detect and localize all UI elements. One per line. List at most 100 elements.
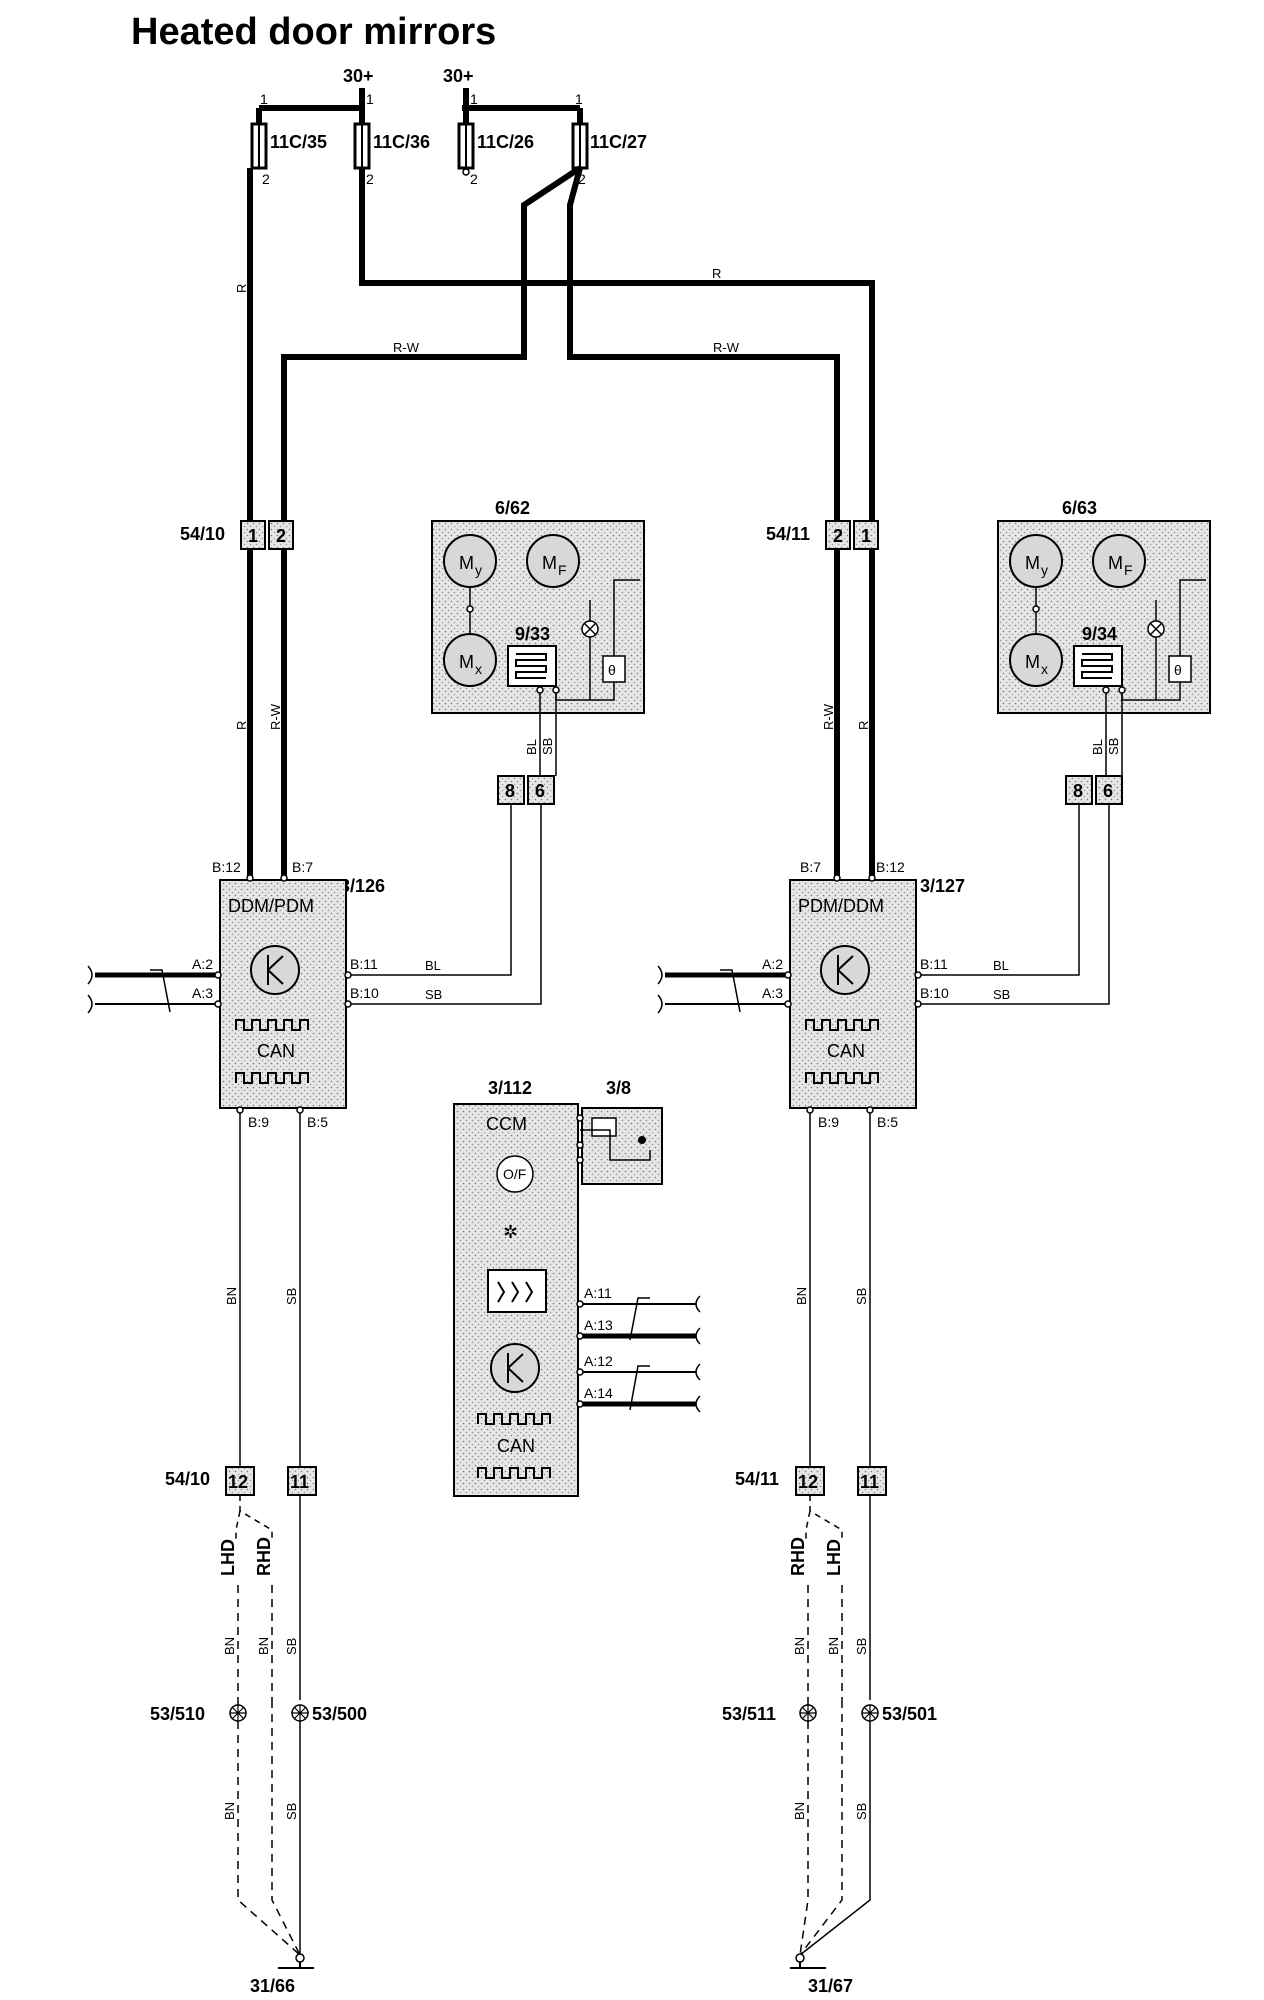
svg-text:CAN: CAN [257,1041,295,1061]
svg-text:B:9: B:9 [818,1114,839,1130]
svg-text:SB: SB [854,1638,869,1655]
fuse-label: 11C/26 [477,132,534,152]
svg-text:CAN: CAN [497,1436,535,1456]
ground-icon [790,1962,826,1969]
svg-text:11: 11 [290,1472,309,1492]
svg-text:53/510: 53/510 [150,1704,205,1724]
svg-text:SB: SB [284,1803,299,1820]
svg-text:F: F [1124,562,1133,578]
svg-text:A:13: A:13 [584,1317,613,1333]
mirror-left: 6/62 M y M F M x 9/33 θ [431,498,645,714]
svg-text:R: R [234,721,249,730]
svg-text:1: 1 [248,526,258,546]
transistor-icon [837,955,854,985]
svg-text:SB: SB [993,987,1010,1002]
supply-wire-labels: R R R-W R-W [234,266,740,355]
motor-x-icon: M [1025,652,1040,672]
svg-text:B:5: B:5 [307,1114,328,1130]
svg-text:LHD: LHD [824,1539,844,1576]
can-bus-icon [477,1467,551,1479]
svg-text:6/63: 6/63 [1062,498,1097,518]
svg-text:12: 12 [228,1472,248,1492]
svg-text:53/511: 53/511 [722,1704,776,1724]
can-bus-icon [805,1019,879,1031]
svg-text:BL: BL [1090,739,1105,755]
svg-text:BN: BN [794,1287,809,1305]
svg-text:BN: BN [792,1802,807,1820]
svg-text:R-W: R-W [393,340,420,355]
on-off-icon: O/F [503,1166,526,1182]
svg-text:6: 6 [535,781,545,801]
svg-text:SB: SB [854,1288,869,1305]
supply-section: 30+ 30+ 1 2 11C/35 1 2 11C/36 [250,66,647,187]
svg-text:x: x [475,661,482,677]
module-name: CCM [486,1114,527,1134]
svg-text:B:5: B:5 [877,1114,898,1130]
can-bus-icon [805,1072,879,1084]
can-bus-icon [235,1072,309,1084]
motor-y-icon: M [459,553,474,573]
module-feed-wires [247,549,875,876]
svg-text:x: x [1041,661,1048,677]
svg-text:2: 2 [470,171,478,187]
sensor-icon [591,1117,617,1137]
svg-text:3/126: 3/126 [340,876,385,896]
left-ground-harness: BN SB 54/10 12 11 LHD RHD BN BN SB 53/51… [150,1113,367,1996]
svg-text:8: 8 [505,781,515,801]
svg-text:A:2: A:2 [762,956,783,972]
thermostat-icon: θ [608,662,616,678]
svg-text:3/112: 3/112 [488,1078,532,1098]
svg-text:B:10: B:10 [350,985,379,1001]
svg-text:R-W: R-W [268,703,283,730]
svg-text:R-W: R-W [713,340,740,355]
svg-text:A:3: A:3 [762,985,783,1001]
svg-text:A:11: A:11 [584,1285,612,1301]
svg-text:B:10: B:10 [920,985,949,1001]
svg-text:B:11: B:11 [350,956,378,972]
svg-text:R-W: R-W [821,703,836,730]
svg-text:RHD: RHD [254,1537,274,1576]
motor-f-icon: M [1108,553,1123,573]
mirror-right: 6/63 M y M F M x 9/34 θ [997,498,1211,714]
svg-text:RHD: RHD [788,1537,808,1576]
svg-text:B:7: B:7 [800,859,821,875]
svg-text:8: 8 [1073,781,1083,801]
svg-text:2: 2 [578,171,586,187]
connector-54-10-top: 54/10 1 2 [180,520,294,550]
svg-text:31/66: 31/66 [250,1976,295,1996]
svg-text:B:12: B:12 [876,859,905,875]
supply-label-left: 30+ [343,66,374,86]
fuse-label: 11C/35 [270,132,327,152]
svg-text:BN: BN [222,1637,237,1655]
svg-text:B:12: B:12 [212,859,241,875]
svg-text:BL: BL [425,958,441,973]
splice-icon [291,1704,309,1722]
svg-text:54/11: 54/11 [766,524,810,544]
svg-text:9/33: 9/33 [515,624,550,644]
snowflake-icon: ✲ [503,1222,518,1242]
page-title: Heated door mirrors [131,11,496,53]
svg-text:y: y [475,562,482,578]
fuse-label: 11C/27 [590,132,647,152]
svg-text:1: 1 [861,526,871,546]
svg-text:1: 1 [260,91,268,107]
svg-text:BN: BN [256,1637,271,1655]
svg-text:2: 2 [833,526,843,546]
module-pdm-ddm-right: B:7 B:12 3/127 PDM/DDM CAN B:11 B:10 A:2… [762,859,965,1130]
fuse-11c-27: 1 2 11C/27 [571,91,647,187]
svg-text:6: 6 [1103,781,1113,801]
svg-text:2: 2 [366,171,374,187]
svg-text:SB: SB [284,1638,299,1655]
ground-icon [278,1962,314,1969]
svg-text:y: y [1041,562,1048,578]
svg-text:3/127: 3/127 [920,876,965,896]
svg-text:R: R [856,721,871,730]
svg-text:CAN: CAN [827,1041,865,1061]
svg-text:A:2: A:2 [192,956,213,972]
motor-x-icon: M [459,652,474,672]
svg-text:11: 11 [860,1472,879,1492]
svg-text:2: 2 [262,171,270,187]
svg-text:A:3: A:3 [192,985,213,1001]
svg-text:53/501: 53/501 [882,1704,937,1724]
